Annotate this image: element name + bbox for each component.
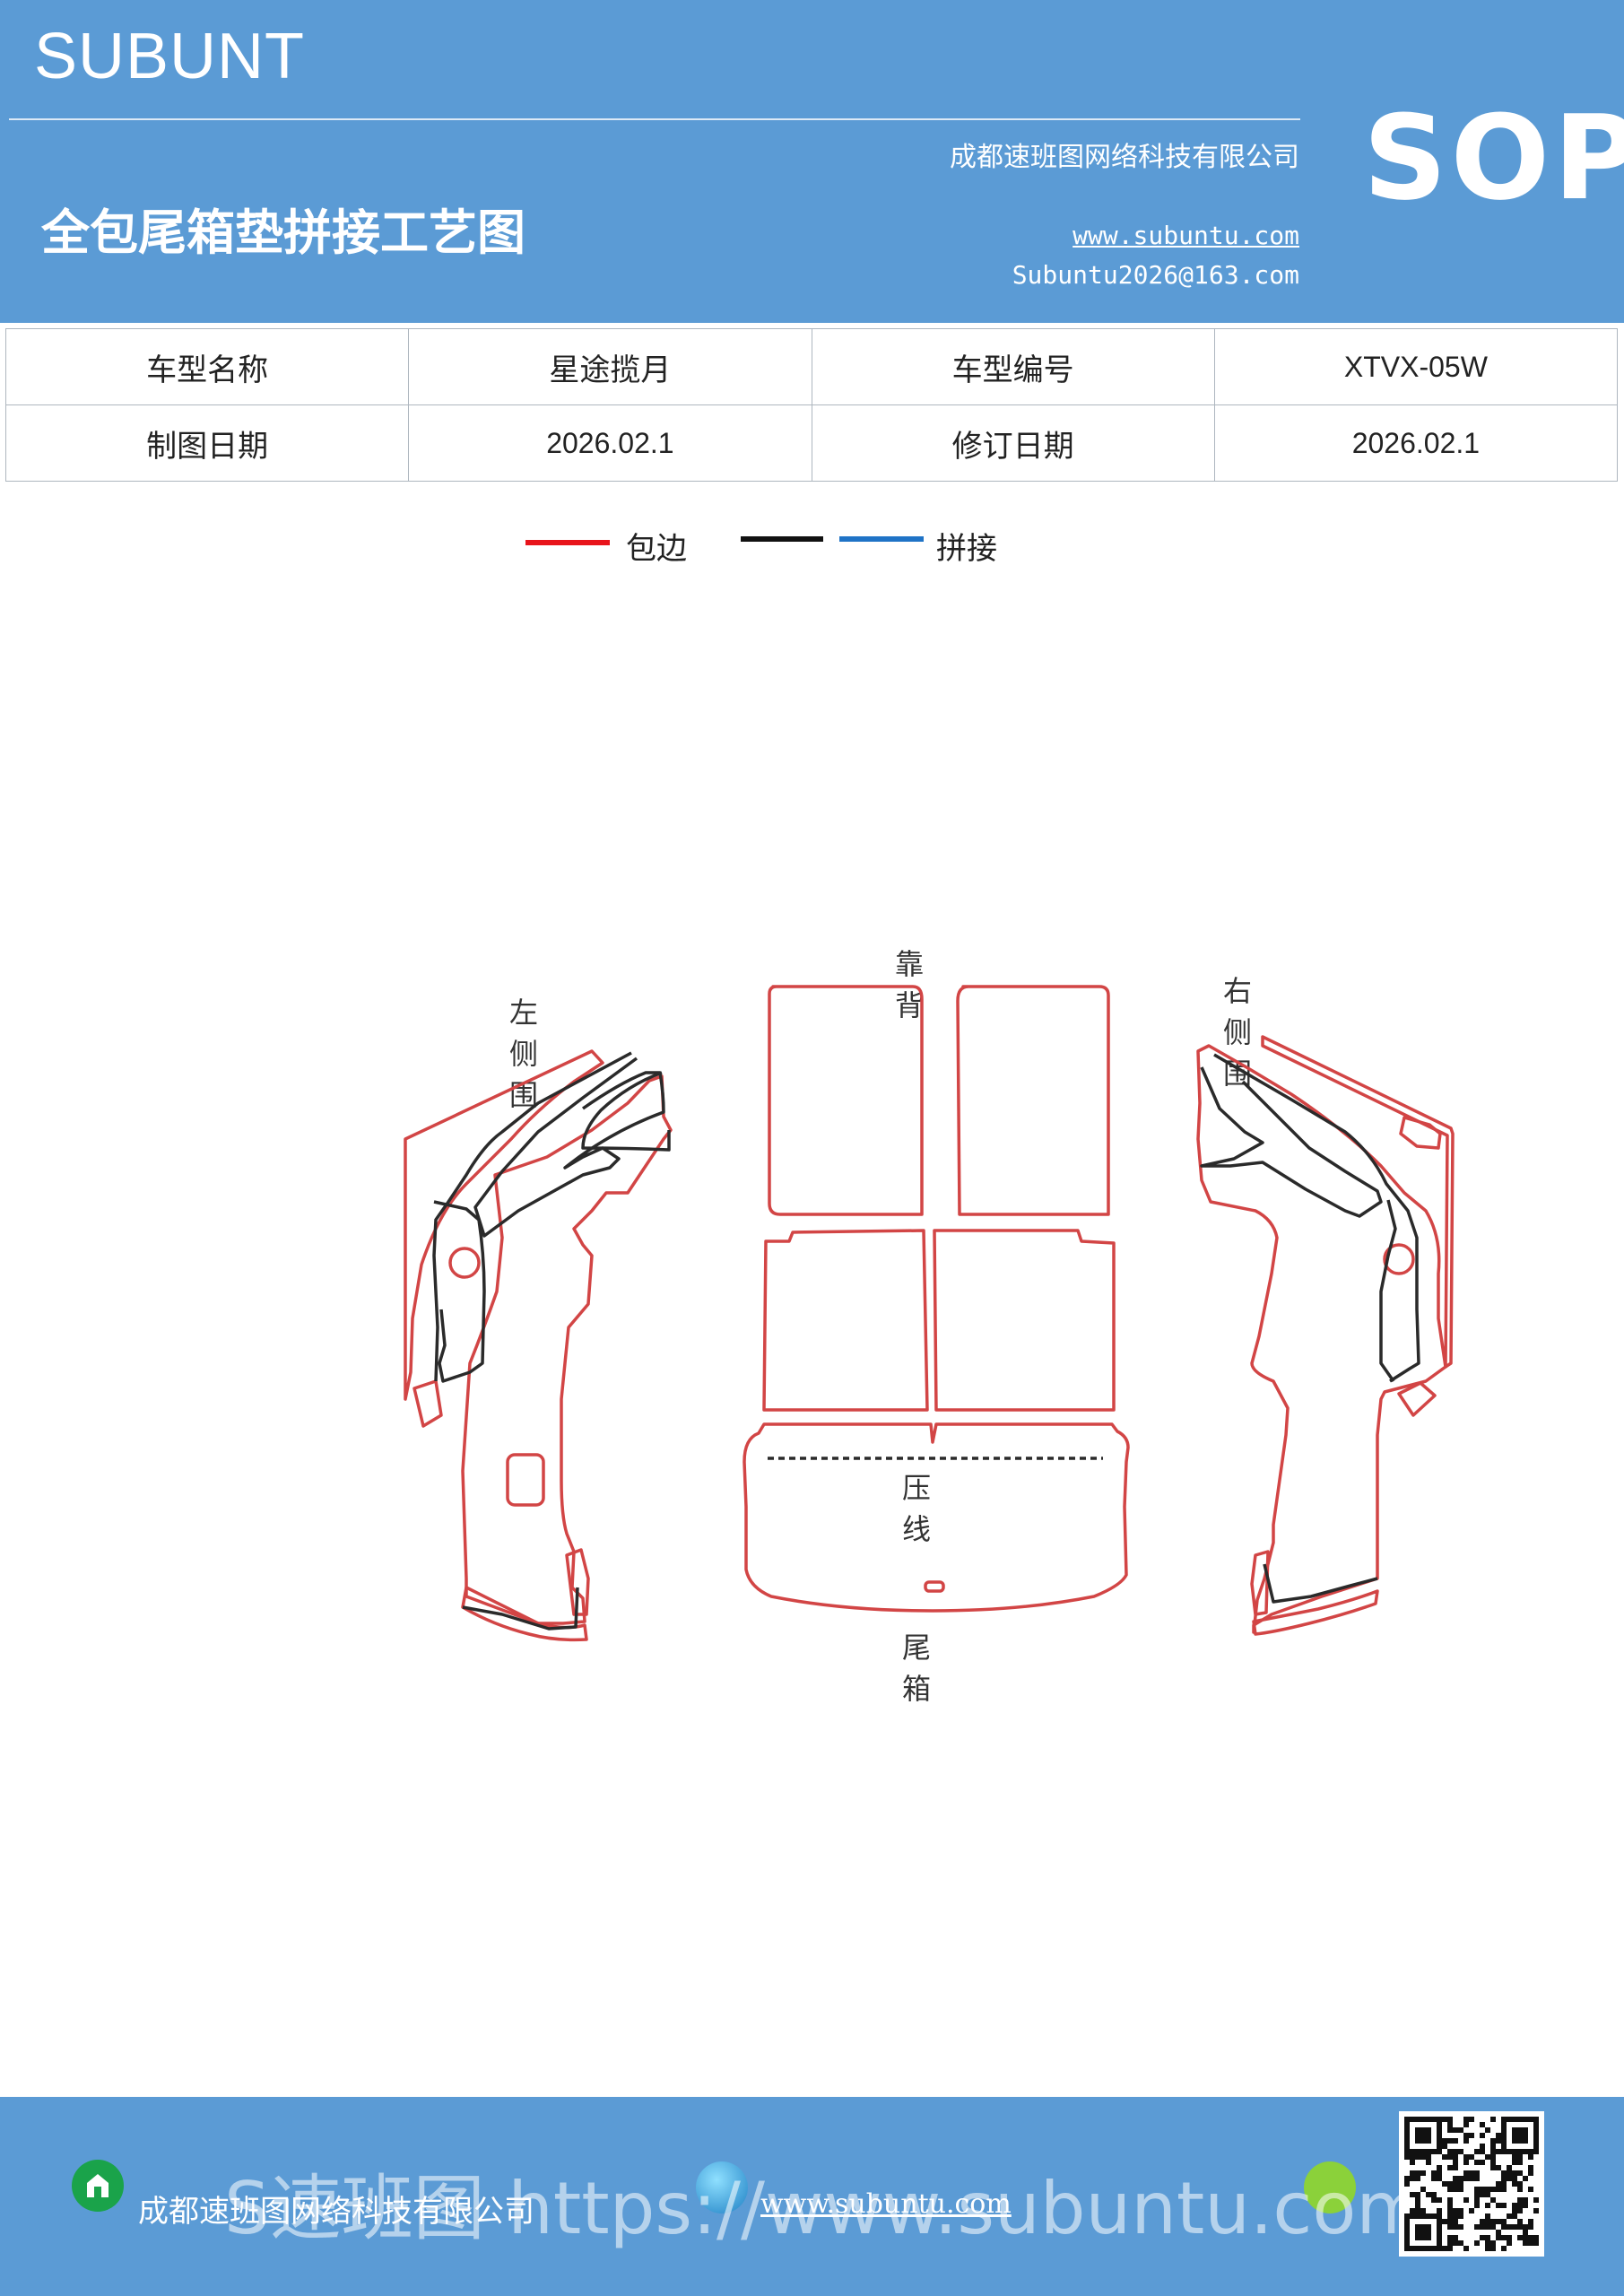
table-cell: 2026.02.1	[408, 404, 812, 482]
legend-swatch-black	[741, 536, 823, 542]
right-seam-outer	[1213, 1053, 1420, 1383]
qr-code	[1399, 2111, 1544, 2257]
sop-badge: SOP	[1363, 90, 1624, 226]
table-row: 车型名称 星途揽月 车型编号 XTVX-05W	[4, 328, 1619, 405]
label-backrest: 靠背	[895, 947, 925, 1022]
table-cell: 2026.02.1	[1213, 404, 1619, 482]
left-seam-outer	[432, 1051, 632, 1382]
middle-left	[762, 1229, 929, 1412]
right-hole	[1383, 1243, 1415, 1275]
footer-watermark-text: S速班图 https://www.subuntu.com	[224, 2167, 1427, 2250]
email-address: Subuntu2026@163.com	[1012, 260, 1299, 290]
legend-label-edge: 包边	[626, 531, 687, 567]
table-cell: 星途揽月	[408, 328, 812, 405]
trunk-floor	[743, 1422, 1130, 1613]
right-seam-inner	[1200, 1066, 1383, 1218]
footer-company: 成都速班图网络科技有限公司	[138, 2194, 534, 2230]
left-seam-inner	[473, 1057, 665, 1238]
legend-label-splice: 拼接	[936, 531, 997, 567]
left-hook	[413, 1379, 443, 1428]
legend-swatch-splice	[839, 536, 924, 542]
header-divider	[9, 118, 1300, 120]
table-row: 制图日期 2026.02.1 修订日期 2026.02.1	[4, 404, 1619, 482]
legend: 包边 拼接	[0, 520, 1624, 574]
table-cell: 制图日期	[4, 404, 410, 482]
right-side-outline	[1261, 1035, 1455, 1369]
right-hook	[1397, 1381, 1437, 1417]
right-handle	[1399, 1116, 1442, 1150]
label-left-side: 左侧围	[509, 996, 539, 1112]
footer-website[interactable]: www.subuntu.com	[760, 2188, 1012, 2220]
header-banner: SUBUNT 成都速班图网络科技有限公司 全包尾箱垫拼接工艺图 www.subu…	[0, 0, 1624, 323]
building-icon	[72, 2160, 124, 2212]
right-seam-lower	[1263, 1563, 1378, 1604]
document-title: 全包尾箱垫拼接工艺图	[41, 204, 525, 261]
company-name: 成都速班图网络科技有限公司	[950, 142, 1299, 173]
right-wheel-arch	[1252, 1589, 1379, 1636]
legend-swatch-edge	[525, 540, 610, 545]
table-cell: XTVX-05W	[1213, 328, 1619, 405]
left-side-lower	[461, 1074, 673, 1625]
right-side-lower	[1196, 1044, 1447, 1634]
wechat-icon	[1304, 2161, 1356, 2213]
table-cell: 修订日期	[811, 404, 1215, 482]
info-table: 车型名称 星途揽月 车型编号 XTVX-05W 制图日期 2026.02.1 修…	[4, 328, 1619, 482]
left-hole	[448, 1247, 481, 1279]
left-tab	[565, 1548, 590, 1616]
left-arm	[421, 1399, 466, 1686]
backrest-left	[768, 985, 924, 1216]
left-wheel-arch	[461, 1586, 588, 1642]
left-seam-crescent	[581, 1071, 671, 1152]
left-slot	[506, 1453, 545, 1507]
brand-name: SUBUNT	[34, 21, 306, 92]
left-seam-lower	[462, 1587, 579, 1631]
middle-right	[933, 1229, 1116, 1412]
label-crease: 压线	[902, 1471, 932, 1546]
qr-code-icon	[1399, 2111, 1544, 2257]
table-cell: 车型编号	[811, 328, 1215, 405]
right-tab	[1250, 1550, 1270, 1616]
website-link[interactable]: www.subuntu.com	[1073, 221, 1299, 250]
trunk-hole	[924, 1580, 945, 1593]
footer-banner: 成都速班图网络科技有限公司 www.subuntu.com S速班图 https…	[0, 2097, 1624, 2296]
left-seam-arm	[433, 1200, 486, 1383]
right-seam-arm	[1379, 1199, 1397, 1383]
globe-icon	[696, 2161, 748, 2213]
table-cell: 车型名称	[4, 328, 410, 405]
backrest-right	[956, 985, 1110, 1216]
label-trunk: 尾箱	[902, 1631, 932, 1706]
diagram-svg	[404, 985, 1455, 1686]
